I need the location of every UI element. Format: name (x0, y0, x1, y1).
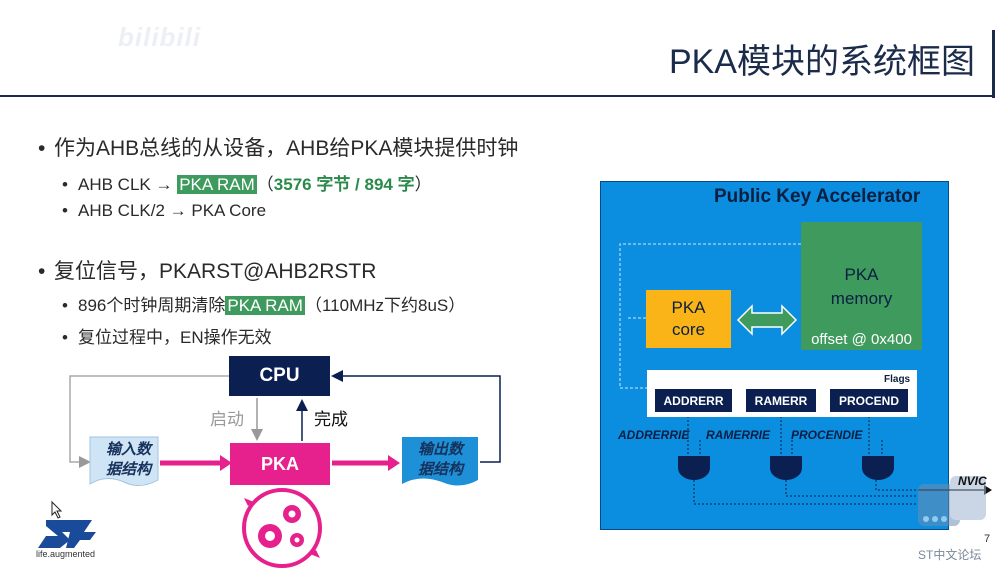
reset-time-text: （110MHz下约8uS） (304, 296, 466, 315)
st-tagline: life.augmented (36, 549, 96, 559)
ie-addrerrie: ADDRERRIE (618, 428, 690, 442)
reset-en-text: 复位过程中，EN操作无效 (78, 328, 272, 347)
pka-ram-highlight: PKA RAM (177, 175, 257, 194)
pka-core-block: PKA core (646, 290, 731, 348)
core-memory-double-arrow (736, 304, 798, 336)
cpu-block: CPU (229, 356, 330, 396)
bullet-clock-text: 作为AHB总线的从设备，AHB给PKA模块提供时钟 (54, 137, 519, 160)
pka-ram-highlight: PKA RAM (225, 296, 305, 315)
ie-ramerrie: RAMERRIE (706, 428, 771, 442)
bilibili-watermark: bilibili (118, 22, 202, 52)
done-label: 完成 (314, 410, 348, 429)
slide-title: PKA模块的系统框图 (668, 43, 975, 81)
bullet-reset: • 复位信号，PKARST@AHB2RSTR (38, 255, 376, 285)
output-data-label: 输出数 据结构 (418, 440, 463, 480)
ram-size-text: 3576 字节 / 894 字 (273, 175, 415, 194)
mouse-cursor-icon (51, 500, 63, 519)
start-label: 启动 (210, 410, 244, 429)
title-divider (0, 95, 995, 97)
page-number: 7 (984, 533, 991, 545)
input-doc-shape (89, 436, 159, 486)
bullet-dot: • (62, 328, 68, 347)
core-line-2: core (671, 320, 706, 339)
input-data-label: 输入数 据结构 (106, 440, 151, 480)
bullet-dot: • (62, 296, 68, 315)
reset-cycles-text: 896个时钟周期清除 (78, 296, 226, 315)
bus-dotted-line (619, 243, 801, 389)
sub-bullet-ahb-clk: • AHB CLK → PKA RAM（3576 字节 / 894 字） (62, 170, 432, 195)
title-edge-bar (992, 30, 995, 98)
bullet-dot: • (38, 260, 46, 283)
input-line-2: 据结构 (106, 461, 152, 478)
flags-label: Flags (884, 374, 911, 385)
gear-circle (242, 488, 322, 568)
bullet-dot: • (38, 137, 46, 160)
output-to-cpu-line (331, 370, 501, 463)
memory-line-1: PKA (844, 265, 879, 284)
accelerator-title: Public Key Accelerator (714, 186, 921, 207)
nvic-label: NVIC (958, 474, 987, 488)
pka-memory-label: PKA memory (801, 263, 922, 311)
flag-addrerr: ADDRERR (655, 389, 732, 412)
memory-offset: offset @ 0x400 (811, 331, 912, 348)
ahb-clk2-text: AHB CLK/2 → PKA Core (78, 201, 267, 220)
bullet-dot: • (62, 201, 68, 220)
sub-bullet-ahb-clk2: • AHB CLK/2 → PKA Core (62, 201, 266, 221)
st-forum-logo-icon (918, 476, 986, 526)
core-line-1: PKA (671, 298, 706, 317)
and-gate-icons (678, 456, 894, 480)
cpu-to-input-line (69, 375, 229, 468)
output-doc-shape (402, 437, 478, 486)
input-line-1: 输入数 (106, 441, 152, 458)
flag-procend: PROCEND (830, 389, 908, 412)
output-line-2: 据结构 (418, 461, 464, 478)
ahb-clk-text: AHB CLK → (78, 175, 178, 194)
paren-open: （ (256, 175, 274, 194)
bullet-dot: • (62, 175, 68, 194)
forum-watermark: ST中文论坛 (918, 548, 982, 562)
paren-close: ） (414, 175, 432, 194)
ie-procendie: PROCENDIE (791, 428, 863, 442)
pka-memory-block (801, 222, 922, 350)
bullet-clock: • 作为AHB总线的从设备，AHB给PKA模块提供时钟 (38, 132, 518, 162)
bullet-reset-text: 复位信号，PKARST@AHB2RSTR (54, 260, 377, 283)
flag-ramerr: RAMERR (746, 389, 816, 412)
pka-block: PKA (230, 443, 330, 485)
memory-line-2: memory (830, 289, 893, 308)
st-logo-icon (38, 520, 96, 548)
sub-bullet-reset-en: • 复位过程中，EN操作无效 (62, 323, 272, 348)
output-line-1: 输出数 (418, 441, 464, 458)
